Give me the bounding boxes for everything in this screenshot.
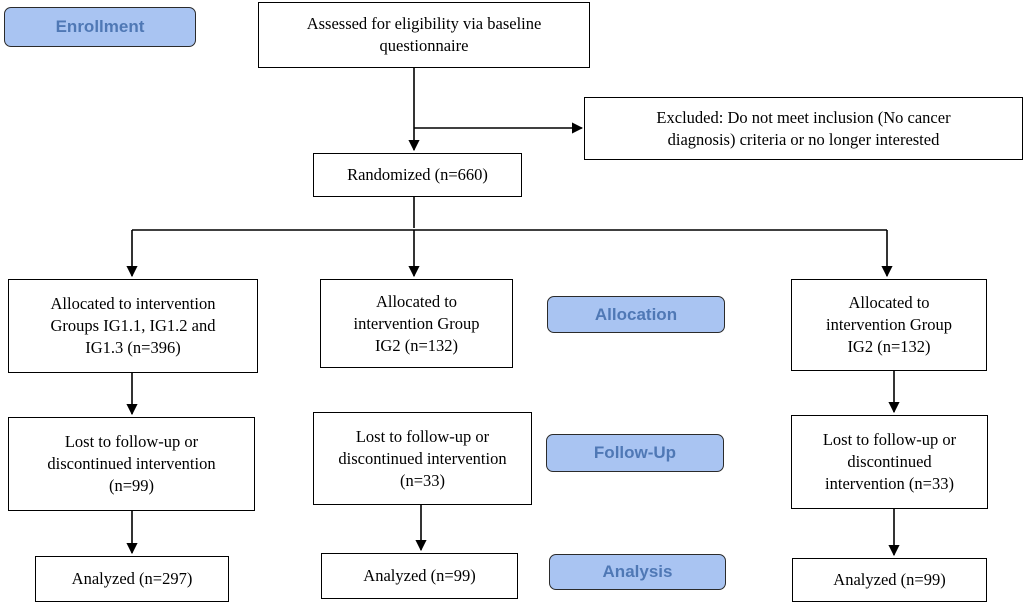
allocation-box-left: Allocated to intervention Groups IG1.1, … bbox=[8, 279, 258, 373]
stage-label-follow-up: Follow-Up bbox=[546, 434, 724, 472]
stage-label-enrollment: Enrollment bbox=[4, 7, 196, 47]
lost-to-follow-up-box-left: Lost to follow-up or discontinued interv… bbox=[8, 417, 255, 511]
randomized-box: Randomized (n=660) bbox=[313, 153, 522, 197]
assessed-eligibility-box: Assessed for eligibility via baseline qu… bbox=[258, 2, 590, 68]
excluded-box: Excluded: Do not meet inclusion (No canc… bbox=[584, 97, 1023, 160]
lost-to-follow-up-box-middle: Lost to follow-up or discontinued interv… bbox=[313, 412, 532, 505]
analyzed-box-right: Analyzed (n=99) bbox=[792, 558, 987, 602]
analyzed-box-middle: Analyzed (n=99) bbox=[321, 553, 518, 599]
stage-label-allocation: Allocation bbox=[547, 296, 725, 333]
allocation-box-middle: Allocated to intervention Group IG2 (n=1… bbox=[320, 279, 513, 368]
lost-to-follow-up-box-right: Lost to follow-up or discontinued interv… bbox=[791, 415, 988, 509]
allocation-box-right: Allocated to intervention Group IG2 (n=1… bbox=[791, 279, 987, 371]
stage-label-analysis: Analysis bbox=[549, 554, 726, 590]
analyzed-box-left: Analyzed (n=297) bbox=[35, 556, 229, 602]
